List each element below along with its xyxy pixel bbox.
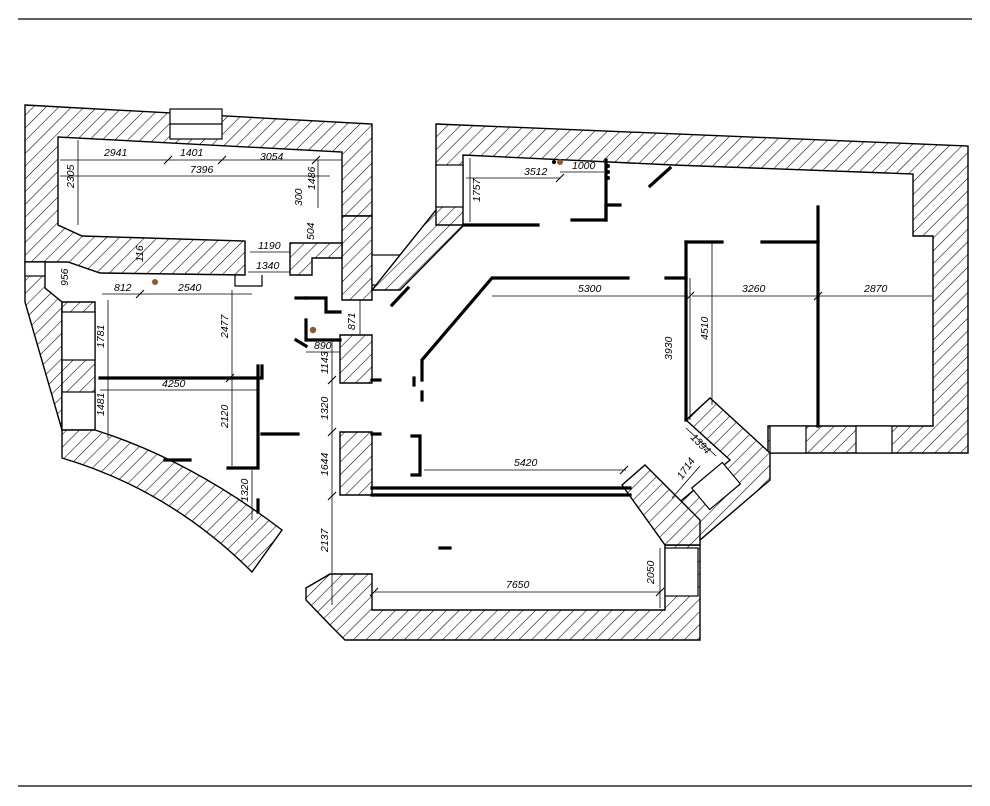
dimension-lines <box>60 140 932 608</box>
partition-door-5 <box>389 285 411 308</box>
central-pillar <box>341 215 373 301</box>
label-7396: 7396 <box>190 164 214 176</box>
bath-fixture <box>234 275 263 287</box>
label-812: 812 <box>114 282 132 294</box>
partition-door-4 <box>647 165 673 189</box>
label-956: 956 <box>59 268 71 286</box>
small-block <box>289 242 343 276</box>
label-871: 871 <box>346 312 358 330</box>
label-116: 116 <box>134 245 146 262</box>
label-1757: 1757 <box>471 177 483 202</box>
label-2477: 2477 <box>219 313 231 339</box>
partition-left-2 <box>226 364 260 470</box>
label-2540: 2540 <box>177 282 202 294</box>
partition-door-frame <box>304 296 342 314</box>
label-1320b: 1320 <box>319 396 331 420</box>
label-1000: 1000 <box>572 160 596 172</box>
dim-line-1394 <box>685 427 717 457</box>
dimension-ticks <box>135 155 823 597</box>
left-window-2 <box>61 391 96 431</box>
label-1714: 1714 <box>675 456 698 482</box>
fixtures <box>152 159 610 334</box>
label-5420: 5420 <box>514 457 538 469</box>
label-1190: 1190 <box>258 240 281 252</box>
fixture-dot-2 <box>309 326 317 334</box>
partition-hall-2 <box>570 203 622 222</box>
label-1143: 1143 <box>319 351 331 374</box>
label-1320a: 1320 <box>239 478 251 502</box>
partition-stub-1 <box>293 337 309 349</box>
label-1486: 1486 <box>306 166 318 190</box>
label-300: 300 <box>293 188 305 206</box>
label-3260: 3260 <box>742 283 766 295</box>
east-window-1 <box>769 425 807 454</box>
partition-lower-1 <box>410 434 422 477</box>
label-1644: 1644 <box>319 452 331 476</box>
label-5300: 5300 <box>578 283 602 295</box>
dimension-labels: 2941 1401 3054 7396 2305 300 1486 504 11… <box>59 147 888 591</box>
right-wing-walls <box>305 123 969 641</box>
fixture-dot-5 <box>606 164 610 168</box>
left-window-1 <box>61 311 96 361</box>
partitions <box>98 158 820 550</box>
curved-south-wall <box>61 429 283 574</box>
label-4510: 4510 <box>699 316 711 340</box>
label-504: 504 <box>305 222 317 240</box>
label-2120: 2120 <box>219 404 231 429</box>
fixture-dot-4 <box>552 160 556 164</box>
label-2050: 2050 <box>645 560 657 585</box>
label-3930: 3930 <box>663 336 675 360</box>
label-1401: 1401 <box>180 147 203 159</box>
fixture-dot-6 <box>606 170 610 174</box>
label-7650: 7650 <box>506 579 530 591</box>
left-corner-wall <box>24 261 63 431</box>
label-1340: 1340 <box>256 260 280 272</box>
right-top-window <box>435 164 464 208</box>
left-wing-walls <box>24 104 401 574</box>
mid-block-1 <box>339 334 373 384</box>
label-4250: 4250 <box>162 378 186 390</box>
east-window-2 <box>855 425 893 454</box>
lower-room-angle-wall <box>621 464 701 546</box>
label-3512: 3512 <box>524 166 548 178</box>
label-1781: 1781 <box>95 325 107 348</box>
right-top-wall <box>435 123 969 454</box>
label-3054: 3054 <box>260 151 284 163</box>
fixture-dot-3 <box>557 159 563 165</box>
label-2305: 2305 <box>65 164 77 189</box>
fixture-dot-7 <box>606 176 610 180</box>
label-2137: 2137 <box>319 527 331 553</box>
partition-left-1 <box>98 364 264 380</box>
fixture-dot-1 <box>152 279 158 285</box>
label-890: 890 <box>314 340 332 352</box>
left-small-window <box>24 261 46 277</box>
south-east-window <box>664 547 699 597</box>
south-wall <box>305 544 701 641</box>
corner-window <box>690 461 742 511</box>
partition-diagonal <box>420 276 630 382</box>
label-1481: 1481 <box>95 393 107 416</box>
label-2870: 2870 <box>863 283 888 295</box>
partition-door-frame-2 <box>304 318 342 342</box>
label-2941: 2941 <box>103 147 127 159</box>
mid-block-2 <box>339 431 373 496</box>
dim-line-1714 <box>671 465 701 499</box>
middle-walls <box>339 204 466 496</box>
